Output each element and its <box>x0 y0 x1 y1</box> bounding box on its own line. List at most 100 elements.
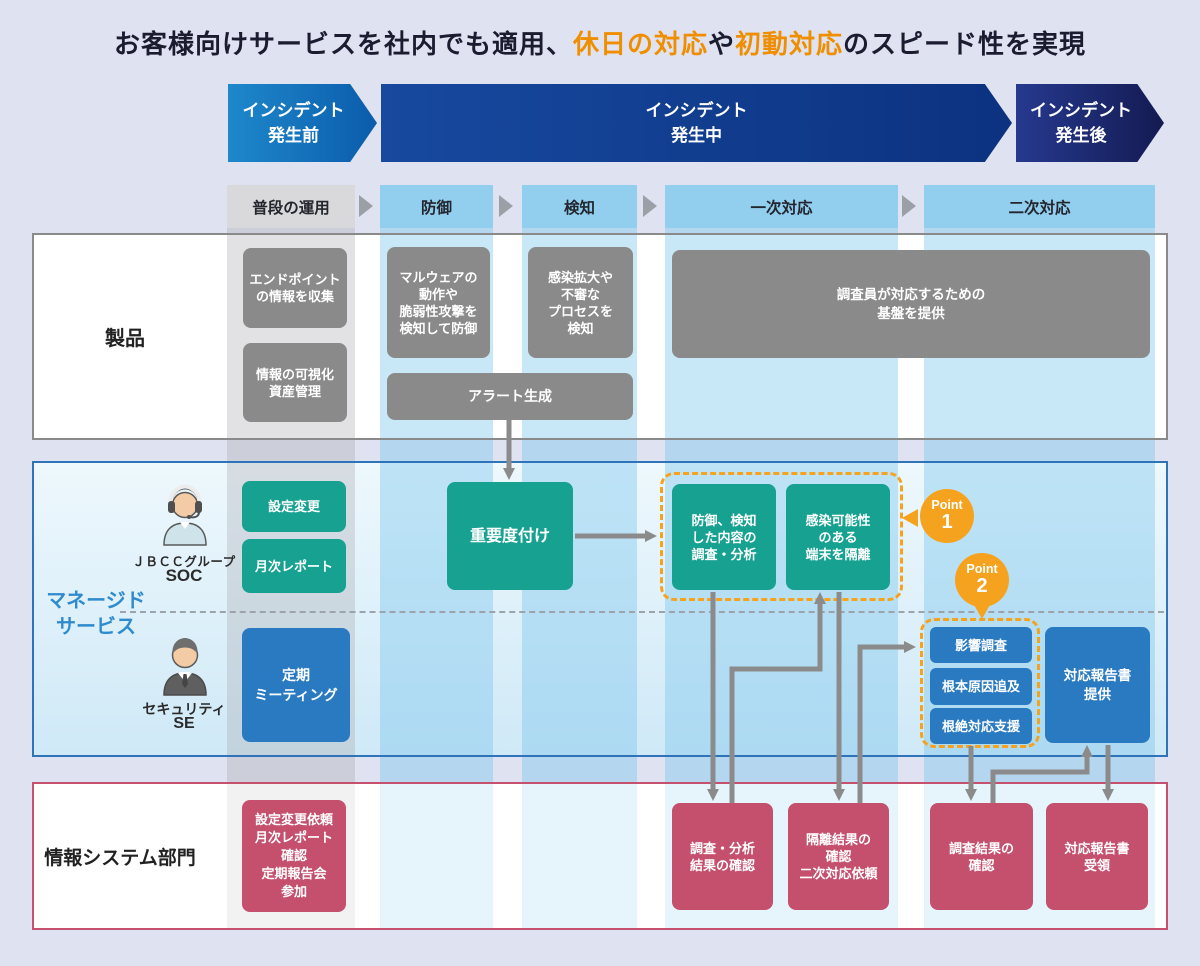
box-check-isolation: 隔離結果の 確認 二次対応依頼 <box>788 803 889 910</box>
box-alert-generation: アラート生成 <box>387 373 633 420</box>
point1-label: Point <box>931 497 963 512</box>
box-impact-investigation: 影響調査 <box>930 627 1032 663</box>
product-row-border <box>32 233 1168 440</box>
box-config-change: 設定変更 <box>242 481 346 532</box>
infosys-label-text: 情報システム部門 <box>44 847 196 869</box>
box-text: 定期 ミーティング <box>254 667 338 703</box>
box-text: エンドポイント の情報を収集 <box>249 272 341 304</box>
banner-before-line1: インシデント <box>242 101 345 120</box>
box-investigation-platform: 調査員が対応するための 基盤を提供 <box>672 250 1150 358</box>
managed-label-text: マネージド サービス <box>46 590 146 638</box>
phase-label: 防御 <box>420 199 452 217</box>
phase-label: 検知 <box>563 199 595 217</box>
banner-incident-before: インシデント 発生前 <box>228 84 377 162</box>
box-text: 対応報告書 提供 <box>1063 668 1132 702</box>
se-role-label: セキュリティ <box>120 699 248 719</box>
chevron-right-icon <box>902 195 916 217</box>
box-text: 対応報告書 受領 <box>1064 840 1130 873</box>
banner-during-line2: 発生中 <box>671 126 722 145</box>
point1-badge: Point 1 <box>920 489 974 543</box>
row-label-infosys: 情報システム部門 <box>35 842 205 870</box>
point2-tail-icon <box>973 603 991 619</box>
point1-tail-icon <box>902 509 918 527</box>
point2-label: Point <box>966 561 998 576</box>
box-text: 調査・分析 結果の確認 <box>689 840 755 873</box>
soc-operator-avatar-icon <box>163 484 207 546</box>
box-check-analysis: 調査・分析 結果の確認 <box>672 803 773 910</box>
row-label-managed-service: マネージド サービス <box>38 588 154 640</box>
box-response-report: 対応報告書 提供 <box>1045 627 1150 743</box>
point1-dashed-group <box>660 472 903 601</box>
box-root-cause: 根本原因追及 <box>930 668 1032 705</box>
box-text: 調査結果の 確認 <box>948 840 1014 873</box>
box-malware-defense: マルウェアの 動作や 脆弱性攻撃を 検知して防御 <box>387 247 490 358</box>
box-check-result: 調査結果の 確認 <box>930 803 1033 910</box>
box-monthly-report: 月次レポート <box>242 539 346 593</box>
se-text: SE <box>173 715 195 732</box>
banner-after-line2: 発生後 <box>1055 126 1107 145</box>
box-text: アラート生成 <box>468 388 552 404</box>
infosys-row-border <box>32 782 1168 930</box>
box-text: 情報の可視化 資産管理 <box>255 366 334 399</box>
box-isolation: 感染可能性 のある 端末を隔離 <box>786 484 890 590</box>
box-text: 防御、検知 した内容の 調査・分析 <box>691 512 757 562</box>
box-triage: 重要度付け <box>447 482 573 590</box>
box-text: 設定変更依頼 月次レポート 確認 定期報告会 参加 <box>254 812 333 899</box>
title-accent-initial: 初動対応 <box>735 29 844 59</box>
box-endpoint-collection: エンドポイント の情報を収集 <box>243 248 347 328</box>
box-text: 重要度付け <box>469 527 550 545</box>
row-label-product: 製品 <box>60 322 190 350</box>
se-role-text: セキュリティ <box>142 701 226 717</box>
banner-during-line1: インシデント <box>645 101 748 120</box>
title-accent-holiday: 休日の対応 <box>572 29 708 59</box>
soc-org-label: ＪＢＣＣグループ <box>120 551 248 570</box>
phase-chip-defense: 防御 <box>380 185 493 228</box>
page-title: お客様向けサービスを社内でも適用、休日の対応や初動対応のスピード性を実現 <box>0 24 1200 61</box>
title-part1: お客様向けサービスを社内でも適用、 <box>113 29 573 59</box>
title-part3: のスピード性を実現 <box>843 29 1087 59</box>
box-text: 根本原因追及 <box>941 679 1020 694</box>
soc-label: SOC <box>120 566 248 586</box>
box-text: 感染拡大や 不審な プロセスを 検知 <box>547 269 613 336</box>
soc-se-divider <box>120 611 1164 613</box>
box-text: 影響調査 <box>954 637 1007 653</box>
title-part2: や <box>707 29 735 59</box>
box-text: 調査員が対応するための 基盤を提供 <box>836 287 986 321</box>
box-text: マルウェアの 動作や 脆弱性攻撃を 検知して防御 <box>399 269 478 336</box>
chevron-right-icon <box>643 195 657 217</box>
phase-chip-primary-response: 一次対応 <box>665 185 898 228</box>
banner-after-line1: インシデント <box>1030 101 1132 120</box>
box-eradication-support: 根絶対応支援 <box>930 708 1032 744</box>
phase-chip-normal-operation: 普段の運用 <box>227 185 355 228</box>
point2-badge: Point 2 <box>955 553 1009 607</box>
box-analysis: 防御、検知 した内容の 調査・分析 <box>672 484 776 590</box>
box-text: 設定変更 <box>267 499 320 514</box>
banner-incident-during: インシデント 発生中 <box>381 84 1012 162</box>
phase-label: 二次対応 <box>1008 199 1071 217</box>
chevron-right-icon <box>359 195 373 217</box>
managed-row-border <box>32 461 1168 757</box>
banner-incident-after: インシデント 発生後 <box>1016 84 1164 162</box>
point1-number: 1 <box>941 511 953 534</box>
phase-label: 一次対応 <box>750 199 813 217</box>
box-text: 月次レポート <box>254 558 333 574</box>
box-text: 感染可能性 のある 端末を隔離 <box>805 512 871 562</box>
security-se-avatar-icon <box>163 638 207 696</box>
box-text: 根絶対応支援 <box>941 718 1020 734</box>
box-receive-report: 対応報告書 受領 <box>1046 803 1148 910</box>
box-text: 隔離結果の 確認 二次対応依頼 <box>799 832 878 881</box>
chevron-right-icon <box>499 195 513 217</box>
point2-dashed-group <box>920 618 1040 748</box>
banner-before-line2: 発生前 <box>268 126 319 145</box>
phase-label: 普段の運用 <box>252 199 330 217</box>
box-infection-detection: 感染拡大や 不審な プロセスを 検知 <box>528 247 633 358</box>
phase-chip-detection: 検知 <box>522 185 637 228</box>
se-label: SE <box>120 715 248 733</box>
box-regular-meeting: 定期 ミーティング <box>242 628 350 742</box>
soc-text: SOC <box>165 566 203 585</box>
soc-org-text: ＪＢＣＣグループ <box>132 555 236 569</box>
point2-number: 2 <box>976 575 988 598</box>
box-asset-visualization: 情報の可視化 資産管理 <box>243 343 347 422</box>
phase-chip-secondary-response: 二次対応 <box>924 185 1155 228</box>
